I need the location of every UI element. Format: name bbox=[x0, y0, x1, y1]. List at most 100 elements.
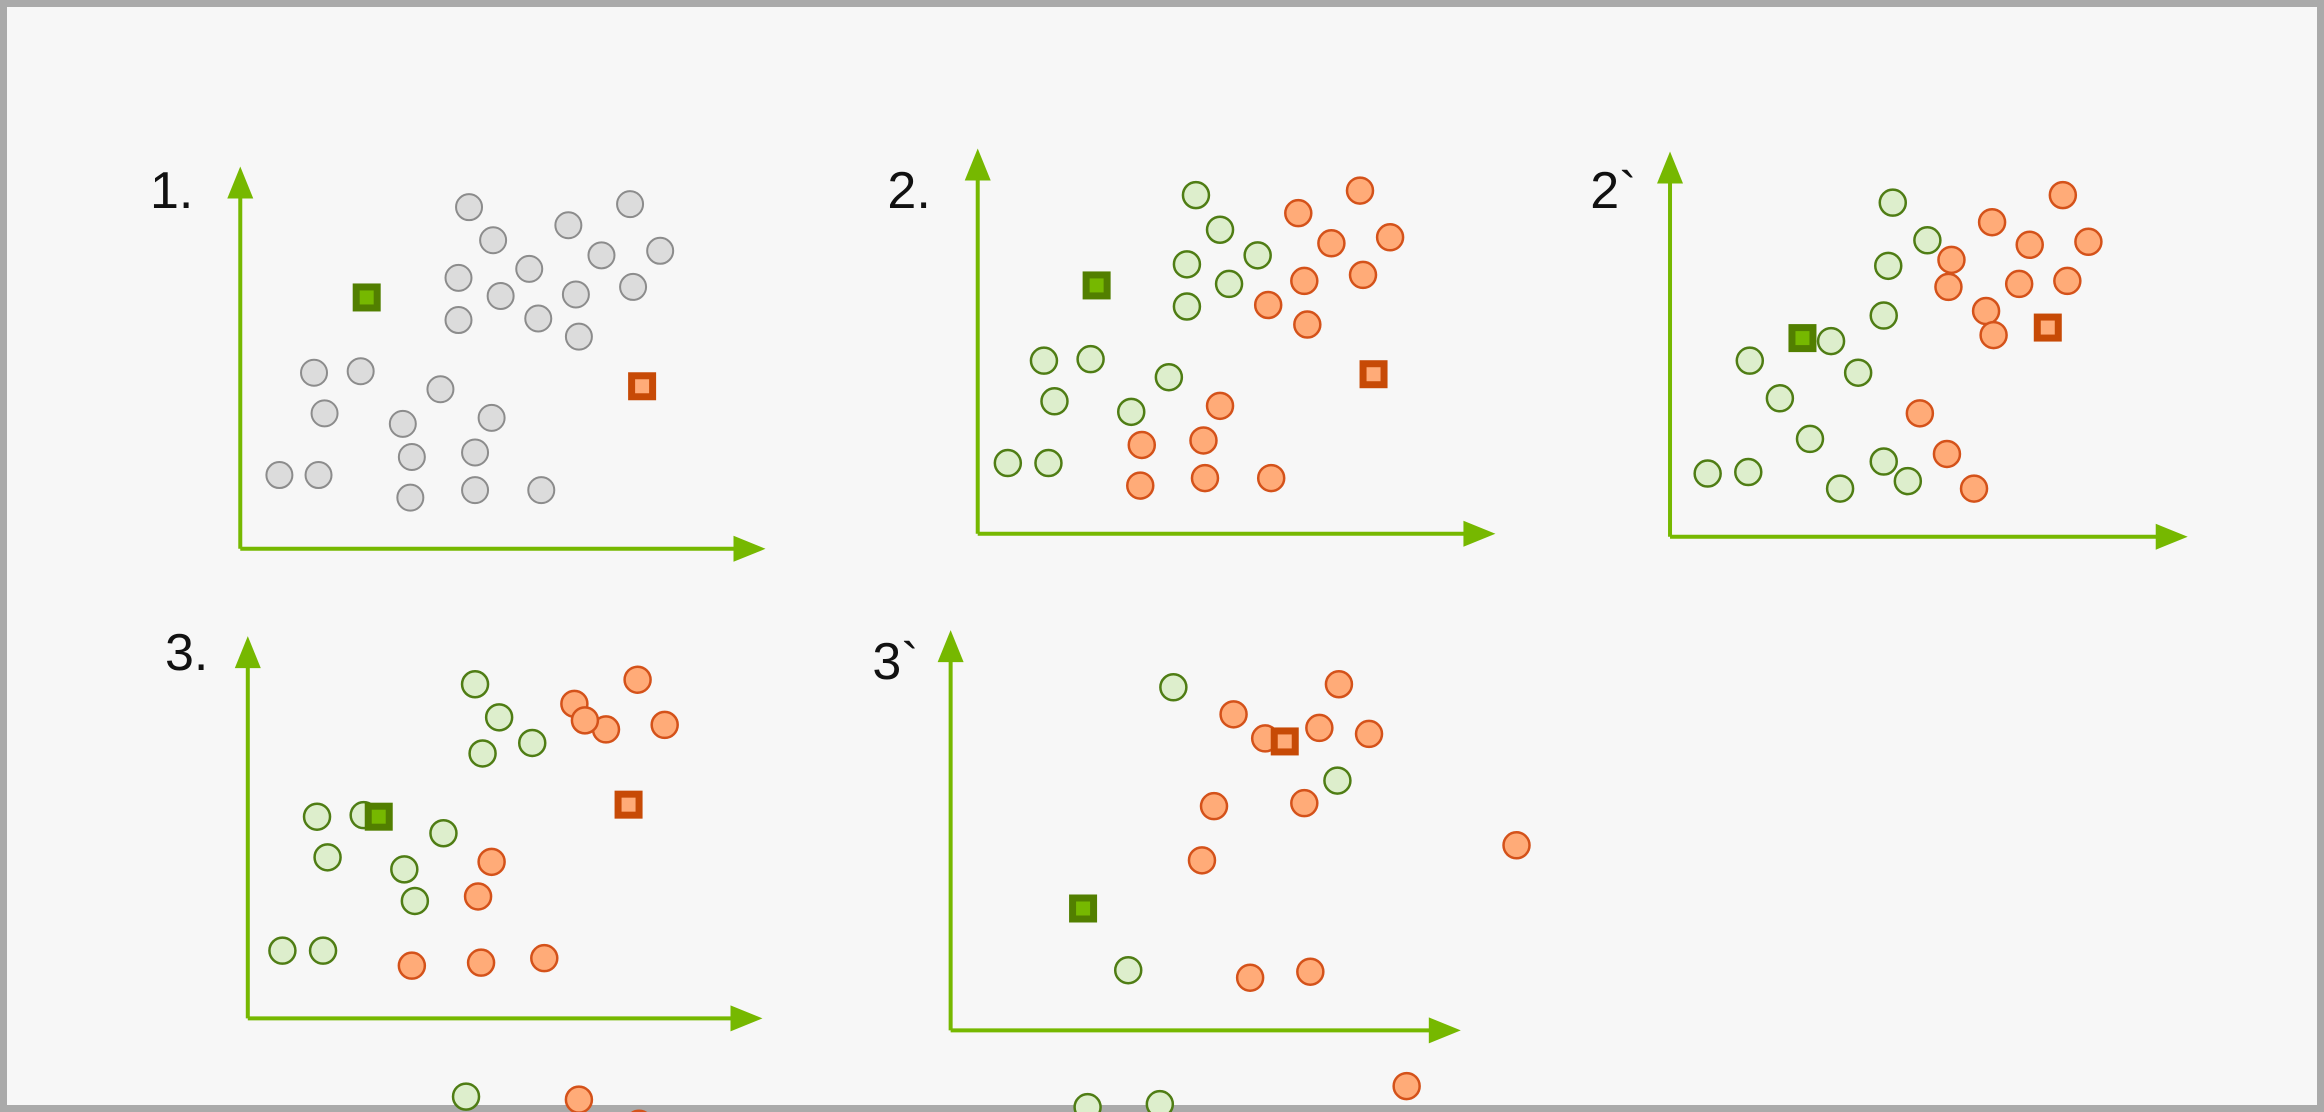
class-b-circle bbox=[1937, 245, 1966, 275]
class-a-circle bbox=[1214, 269, 1244, 299]
class-a-circle bbox=[1735, 346, 1765, 375]
class-b-circle bbox=[2053, 266, 2082, 296]
class-a-circle bbox=[1795, 424, 1825, 454]
class-b-query-square-fill bbox=[2040, 320, 2055, 335]
class-b-circle bbox=[650, 710, 679, 740]
class-b-circle bbox=[1235, 963, 1265, 992]
class-a-circle bbox=[1040, 387, 1069, 416]
class-a-circle bbox=[1243, 241, 1272, 270]
class-b-circle bbox=[1127, 430, 1157, 460]
panel-label-4: 3. bbox=[165, 624, 209, 683]
class-a-circle bbox=[1172, 250, 1202, 279]
class-a-circle bbox=[1205, 215, 1235, 244]
class-a-circle bbox=[302, 802, 332, 831]
class-b-query-square-fill bbox=[621, 797, 636, 812]
class-a-circle bbox=[1076, 344, 1105, 374]
panel-2-points bbox=[993, 176, 1405, 500]
class-b-circle bbox=[1934, 272, 1963, 302]
y-axis-arrowhead-icon bbox=[234, 636, 261, 669]
unlabeled-circle bbox=[619, 272, 648, 301]
class-b-circle bbox=[477, 847, 506, 877]
panel-5-points bbox=[1069, 670, 1531, 1112]
class-b-query-square-fill bbox=[635, 379, 650, 394]
panel-3-points bbox=[1693, 180, 2103, 503]
class-b-circle bbox=[1977, 207, 2007, 237]
class-b-circle bbox=[1345, 176, 1375, 205]
class-b-circle bbox=[1199, 791, 1229, 821]
class-a-circle bbox=[1116, 397, 1146, 427]
class-b-circle bbox=[1354, 719, 1384, 749]
unlabeled-circle bbox=[444, 306, 473, 335]
class-a-circle bbox=[1874, 251, 1903, 281]
class-b-circle bbox=[1979, 320, 2008, 350]
class-a-query-square-fill bbox=[1076, 901, 1091, 916]
class-b-circle bbox=[1256, 463, 1286, 493]
class-b-circle bbox=[1187, 846, 1217, 875]
class-a-circle bbox=[390, 855, 419, 884]
class-a-circle bbox=[313, 843, 342, 872]
figure-canvas: 1.2.2`3.3` bbox=[7, 7, 2317, 1112]
unlabeled-circle bbox=[561, 280, 590, 309]
class-b-query-square-fill bbox=[1277, 734, 1292, 749]
class-b-circle bbox=[564, 1085, 594, 1112]
unlabeled-circle bbox=[554, 211, 583, 240]
class-b-circle bbox=[1348, 260, 1378, 290]
class-a-circle bbox=[308, 936, 338, 965]
unlabeled-circle bbox=[477, 403, 506, 432]
unlabeled-circle bbox=[646, 236, 675, 265]
unlabeled-circle bbox=[479, 226, 508, 255]
class-b-circle bbox=[2004, 269, 2034, 299]
x-axis-arrowhead-icon bbox=[2155, 523, 2188, 550]
class-a-circle bbox=[1869, 447, 1898, 476]
class-a-circle bbox=[268, 936, 297, 965]
x-axis-arrowhead-icon bbox=[1463, 520, 1496, 547]
class-b-circle bbox=[1290, 788, 1319, 818]
class-b-circle bbox=[2048, 180, 2078, 210]
class-b-circle bbox=[1905, 399, 1935, 428]
class-a-circle bbox=[468, 739, 497, 768]
class-a-circle bbox=[484, 703, 514, 732]
class-b-circle bbox=[1959, 474, 1989, 503]
class-b-circle bbox=[1392, 1071, 1421, 1101]
class-b-circle bbox=[1190, 463, 1220, 493]
unlabeled-circle bbox=[524, 304, 553, 333]
unlabeled-circle bbox=[346, 357, 375, 386]
unlabeled-circle bbox=[396, 483, 425, 512]
class-a-circle bbox=[1843, 358, 1873, 387]
unlabeled-circle bbox=[444, 263, 473, 292]
class-b-circle bbox=[1296, 957, 1325, 986]
class-b-circle bbox=[2015, 230, 2044, 260]
class-b-circle bbox=[1324, 670, 1354, 699]
class-a-circle bbox=[1869, 301, 1898, 330]
panel-4-points bbox=[268, 665, 679, 1112]
unlabeled-circle bbox=[388, 409, 417, 438]
class-a-circle bbox=[1073, 1092, 1102, 1112]
class-b-circle bbox=[1126, 471, 1155, 500]
scatter-panels-svg bbox=[227, 148, 2188, 1112]
class-b-circle bbox=[1502, 831, 1531, 860]
class-b-query-square-fill bbox=[1366, 367, 1381, 382]
class-b-circle bbox=[530, 943, 559, 973]
class-a-circle bbox=[1145, 1089, 1175, 1112]
class-b-circle bbox=[1305, 713, 1334, 743]
unlabeled-circle bbox=[310, 399, 339, 428]
class-a-circle bbox=[1816, 326, 1846, 356]
class-b-circle bbox=[466, 948, 496, 977]
unlabeled-circle bbox=[265, 461, 294, 490]
class-a-circle bbox=[1878, 188, 1908, 217]
panel-3-axes bbox=[1657, 151, 2188, 550]
class-a-circle bbox=[460, 670, 490, 699]
class-a-circle bbox=[1825, 474, 1855, 503]
y-axis-arrowhead-icon bbox=[1657, 151, 1684, 184]
class-b-circle bbox=[463, 882, 493, 911]
panel-5-axes bbox=[937, 630, 1461, 1044]
panel-1-axes bbox=[227, 166, 766, 562]
unlabeled-circle bbox=[455, 193, 484, 222]
class-a-circle bbox=[1734, 457, 1763, 487]
class-a-circle bbox=[451, 1082, 481, 1111]
class-b-circle bbox=[1932, 439, 1962, 469]
class-b-circle bbox=[570, 706, 600, 735]
unlabeled-circle bbox=[564, 322, 593, 351]
class-b-circle bbox=[397, 951, 427, 980]
y-axis-arrowhead-icon bbox=[937, 630, 964, 663]
